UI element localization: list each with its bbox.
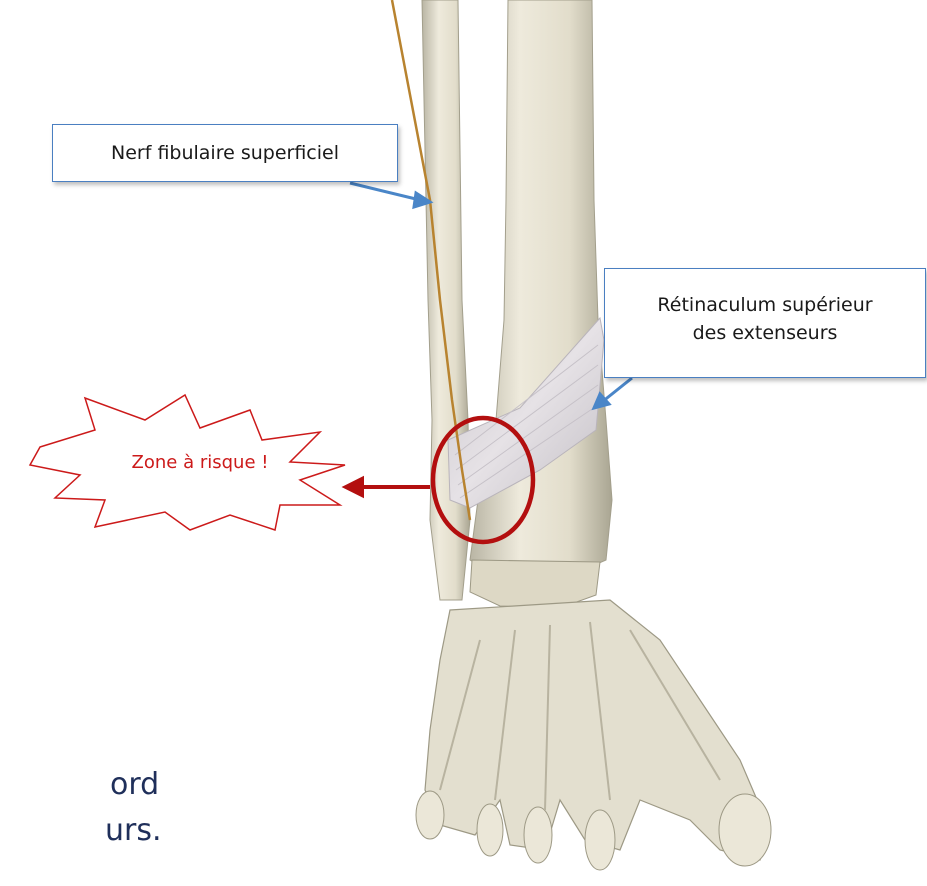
body-text-line1: ord — [0, 762, 200, 808]
partial-body-text: ord urs. — [0, 762, 200, 854]
retinaculum-label-box: Rétinaculum supérieur des extenseurs — [604, 268, 926, 378]
retinaculum-label-line1: Rétinaculum supérieur — [605, 291, 925, 319]
nerve-label: Nerf fibulaire superficiel — [53, 139, 397, 167]
fibula-bone — [422, 0, 470, 600]
talus-bone — [470, 560, 600, 608]
risk-zone-label: Zone à risque ! — [85, 452, 315, 473]
nerve-label-box: Nerf fibulaire superficiel — [52, 124, 398, 182]
body-text-line2: urs. — [0, 808, 200, 854]
retinaculum-label-line2: des extenseurs — [605, 319, 925, 347]
red-arrow — [346, 479, 430, 495]
